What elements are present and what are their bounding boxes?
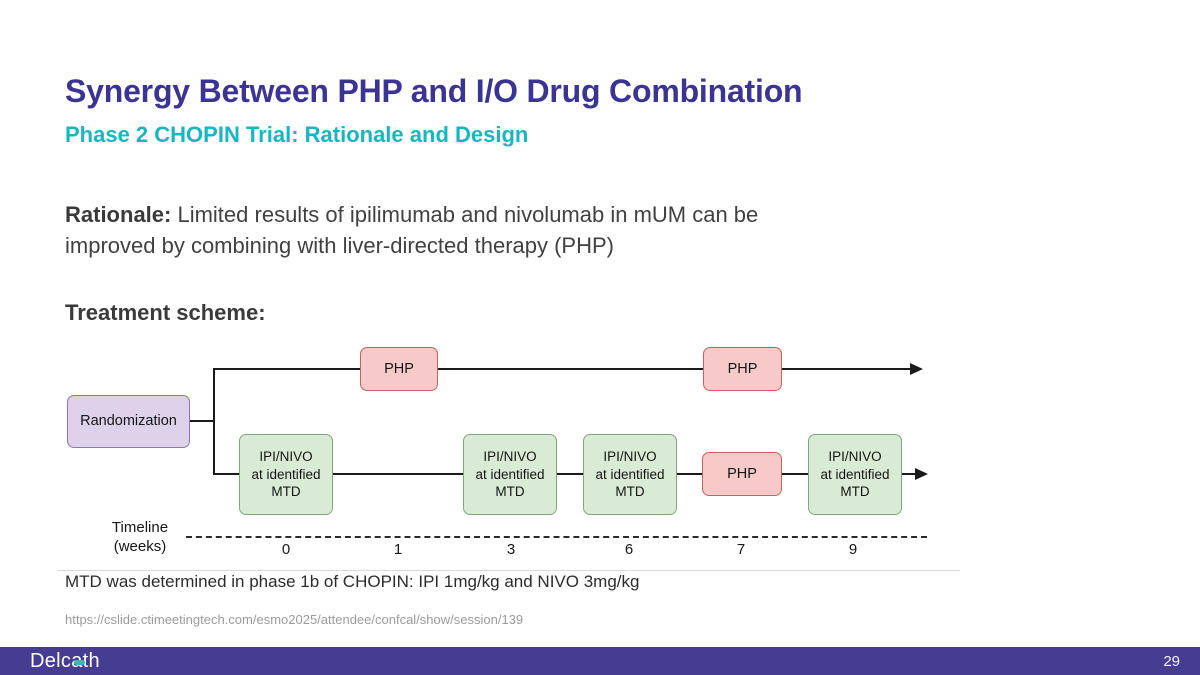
delcath-logo-text: Delcath <box>30 649 100 672</box>
connector-bottom-arm <box>213 473 917 475</box>
connector-randomization-trunk <box>190 420 214 422</box>
rationale-label: Rationale: <box>65 202 172 227</box>
box-ipi-nivo-2: IPI/NIVO at identified MTD <box>463 434 557 515</box>
rationale-text: Limited results of ipilimumab and nivolu… <box>65 202 759 258</box>
divider-line <box>57 570 960 571</box>
box-randomization: Randomization <box>67 395 190 448</box>
box-ipi-nivo-1: IPI/NIVO at identified MTD <box>239 434 333 515</box>
page-number: 29 <box>1163 652 1180 670</box>
timeline-dashed-line <box>186 536 927 538</box>
timeline-tick: 7 <box>736 541 746 558</box>
timeline-tick: 1 <box>393 541 403 558</box>
timeline-axis-label: Timeline (weeks) <box>111 519 169 555</box>
source-url: https://cslide.ctimeetingtech.com/esmo20… <box>65 612 524 627</box>
arrow-right-icon <box>910 363 923 375</box>
slide-subtitle: Phase 2 CHOPIN Trial: Rationale and Desi… <box>65 122 529 148</box>
box-php-arm1-cycle1: PHP <box>360 347 438 391</box>
timeline-tick: 0 <box>281 541 291 558</box>
box-ipi-nivo-3: IPI/NIVO at identified MTD <box>583 434 677 515</box>
mtd-footnote: MTD was determined in phase 1b of CHOPIN… <box>65 572 640 591</box>
connector-top-arm <box>213 368 912 370</box>
arrow-right-icon <box>915 468 928 480</box>
timeline-tick: 3 <box>506 541 516 558</box>
timeline-tick: 6 <box>624 541 634 558</box>
connector-branch-trunk <box>213 368 215 475</box>
delcath-logo-dot-icon <box>74 659 85 665</box>
delcath-logo: Delcath <box>30 650 100 673</box>
timeline-tick: 9 <box>848 541 858 558</box>
box-php-arm2: PHP <box>702 452 782 496</box>
box-ipi-nivo-4: IPI/NIVO at identified MTD <box>808 434 902 515</box>
treatment-scheme-heading: Treatment scheme: <box>65 300 266 325</box>
slide-title: Synergy Between PHP and I/O Drug Combina… <box>65 73 803 110</box>
footer-bar: Delcath 29 <box>0 647 1200 675</box>
rationale-paragraph: Rationale: Limited results of ipilimumab… <box>65 199 945 261</box>
box-php-arm1-cycle2: PHP <box>703 347 782 391</box>
